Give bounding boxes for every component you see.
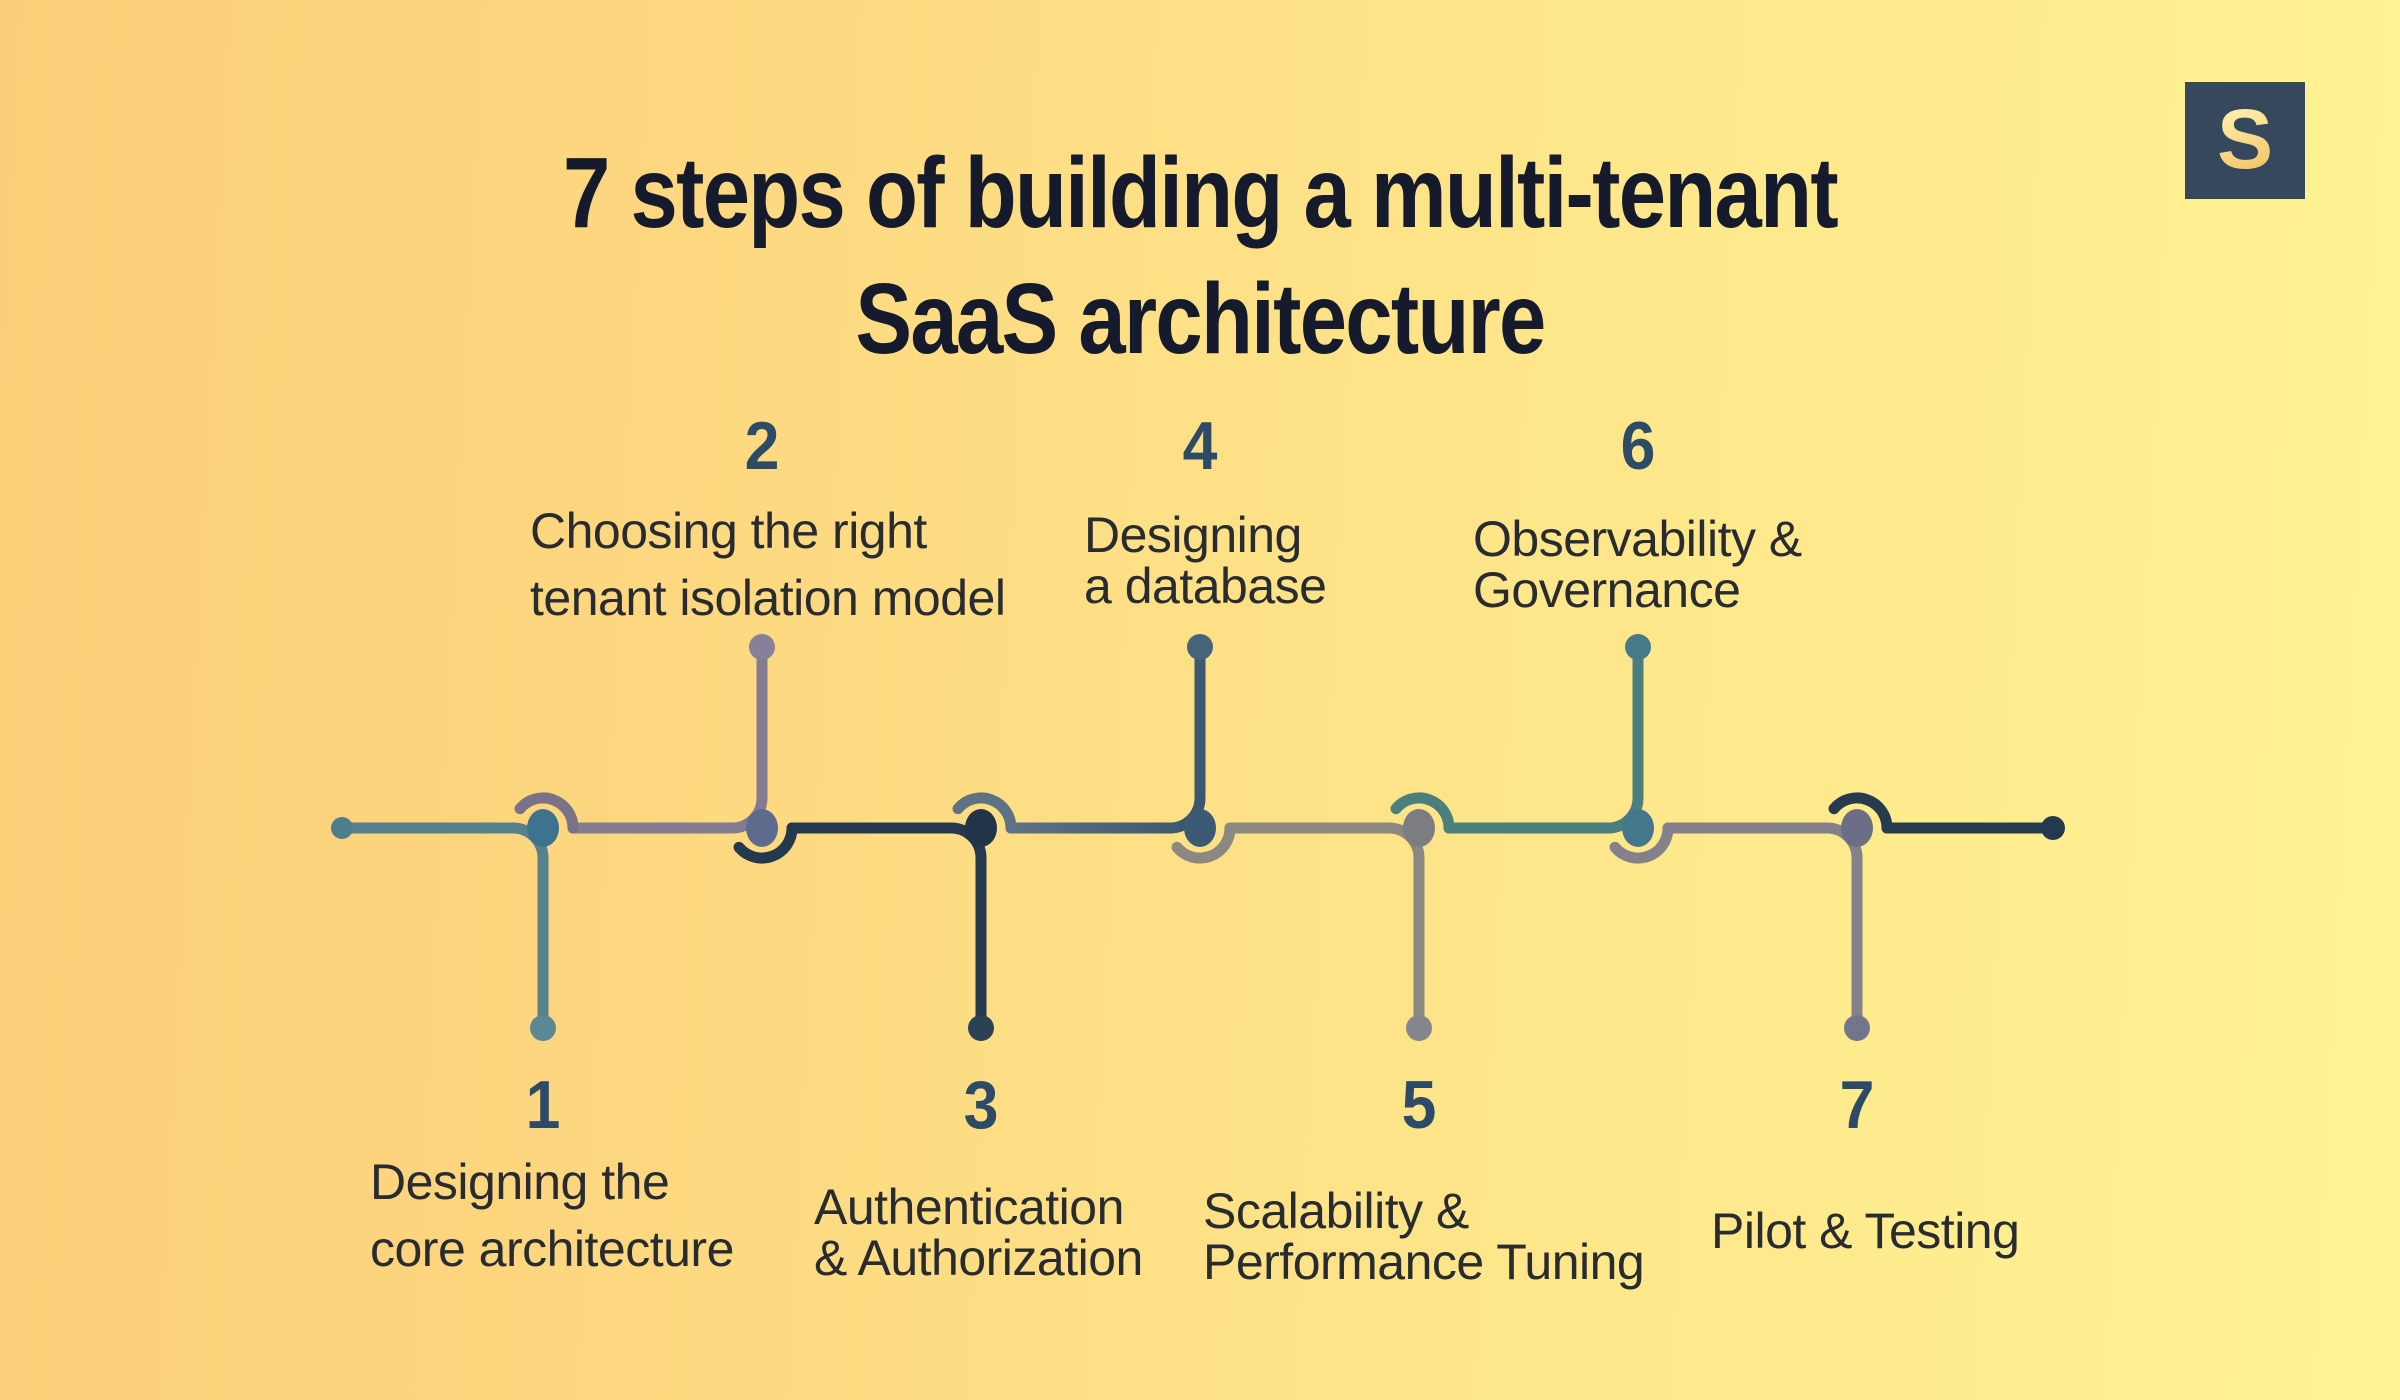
step-2-node-dot — [746, 809, 778, 847]
step-1-node-dot — [527, 809, 559, 847]
step-7-tip-dot — [1844, 1015, 1870, 1041]
step-4-hook-arc — [1171, 822, 1236, 864]
step-6-node-dot — [1622, 809, 1654, 847]
step-2-connector — [567, 649, 768, 834]
timeline-end-dot — [2041, 816, 2065, 840]
step-7-node-dot — [1841, 809, 1873, 847]
step-1-label: Designing the core architecture — [370, 1154, 734, 1277]
step-6-hook-arc — [1609, 822, 1674, 864]
step-4-tip-dot — [1187, 634, 1213, 660]
step-3-node-dot — [965, 809, 997, 847]
step-2-number: 2 — [744, 408, 780, 484]
step-2-label: Choosing the right tenant isolation mode… — [530, 503, 1006, 626]
step-5-label: Scalability & Performance Tuning — [1203, 1183, 1645, 1290]
step-5-tip-dot — [1406, 1015, 1432, 1041]
step-1-connector — [336, 822, 549, 1024]
step-6-tip-dot — [1625, 634, 1651, 660]
step-1-hook-arc — [514, 792, 579, 834]
step-2-tip-dot — [749, 634, 775, 660]
step-4-node-dot — [1184, 809, 1216, 847]
step-7-number: 7 — [1839, 1067, 1875, 1143]
step-4-label: Designing a database — [1084, 507, 1327, 614]
step-7-connector — [1662, 822, 1863, 1024]
step-1-number: 1 — [525, 1067, 561, 1143]
brand-logo-letter: S — [2216, 91, 2274, 186]
step-3-tip-dot — [968, 1015, 994, 1041]
step-6-number: 6 — [1620, 408, 1656, 484]
step-4-number: 4 — [1182, 408, 1218, 484]
step-5-number: 5 — [1401, 1067, 1437, 1143]
step-7-label: Pilot & Testing — [1711, 1203, 2020, 1259]
step-6-label: Observability & Governance — [1473, 511, 1802, 618]
step-1-tip-dot — [530, 1015, 556, 1041]
step-5-connector — [1224, 822, 1425, 1024]
page-title: 7 steps of building a multi-tenant SaaS … — [180, 130, 2220, 382]
step-7-hook-arc — [1828, 792, 1893, 834]
step-2-hook-arc — [733, 822, 798, 864]
step-3-number: 3 — [963, 1067, 999, 1143]
timeline-start-dot — [331, 817, 353, 839]
step-4-connector — [1005, 649, 1206, 834]
step-3-label: Authentication & Authorization — [814, 1179, 1143, 1286]
step-3-hook-arc — [952, 792, 1017, 834]
brand-logo: S — [2185, 82, 2305, 199]
title-line-2: SaaS architecture — [855, 263, 1546, 375]
step-6-connector — [1443, 649, 1644, 834]
title-line-1: 7 steps of building a multi-tenant — [563, 137, 1839, 249]
step-5-hook-arc — [1390, 792, 1455, 834]
step-5-node-dot — [1403, 809, 1435, 847]
step-3-connector — [786, 822, 987, 1024]
